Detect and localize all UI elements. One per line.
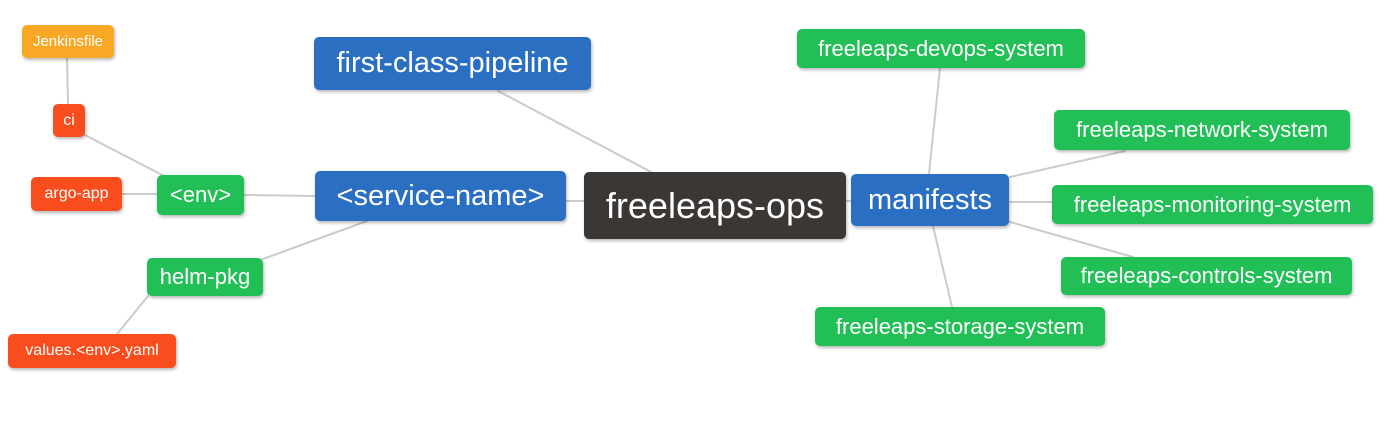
mindmap-node-env[interactable]: <env>	[157, 175, 244, 215]
edge-manifests-devops-system	[928, 67, 941, 175]
edge-manifests-network-system	[1009, 150, 1126, 178]
edge-helm-pkg-service-name	[262, 220, 368, 260]
mindmap-node-storage-system[interactable]: freeleaps-storage-system	[815, 307, 1105, 346]
mindmap-node-argo-app[interactable]: argo-app	[31, 177, 122, 211]
mindmap-node-devops-system[interactable]: freeleaps-devops-system	[797, 29, 1085, 68]
edge-manifests-storage-system	[932, 225, 953, 308]
mindmap-node-first-class-pipeline[interactable]: first-class-pipeline	[314, 37, 591, 90]
edge-env-service-name	[243, 194, 316, 197]
mindmap-node-manifests[interactable]: manifests	[851, 174, 1009, 226]
edge-manifests-controls-system	[1009, 221, 1134, 258]
edge-ci-env	[82, 133, 167, 178]
mindmap-node-ci[interactable]: ci	[53, 104, 85, 137]
edge-jenkinsfile-ci	[66, 57, 69, 105]
edge-values-env-yaml-helm-pkg	[116, 295, 149, 335]
mindmap-node-network-system[interactable]: freeleaps-network-system	[1054, 110, 1350, 150]
mindmap-node-values-env-yaml[interactable]: values.<env>.yaml	[8, 334, 176, 368]
edge-first-class-pipeline-freeleaps-ops	[497, 90, 652, 173]
mindmap-node-jenkinsfile[interactable]: Jenkinsfile	[22, 25, 114, 58]
mindmap-node-monitoring-system[interactable]: freeleaps-monitoring-system	[1052, 185, 1373, 224]
mindmap-node-freeleaps-ops[interactable]: freeleaps-ops	[584, 172, 846, 239]
mindmap-node-helm-pkg[interactable]: helm-pkg	[147, 258, 263, 296]
mindmap-node-controls-system[interactable]: freeleaps-controls-system	[1061, 257, 1352, 295]
mindmap-node-service-name[interactable]: <service-name>	[315, 171, 566, 221]
